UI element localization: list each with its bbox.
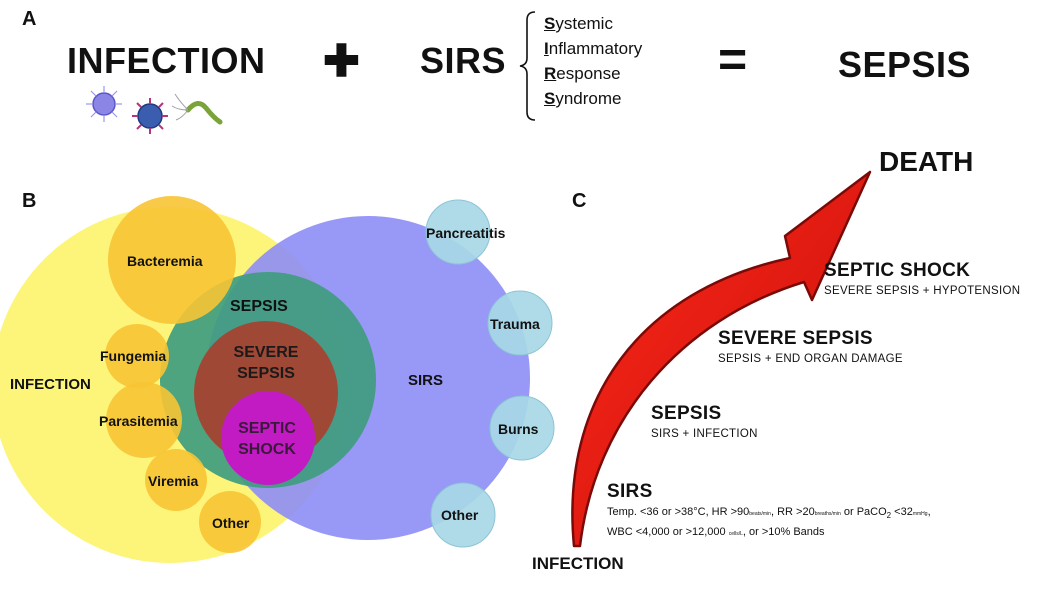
acronym-line-3: Response [544, 64, 621, 83]
sirs-criteria: Temp. <36 or >38°C, HR >90beats/min, RR … [607, 504, 1027, 542]
fungemia-label: Fungemia [100, 348, 167, 364]
stage-severe-sepsis-title: SEVERE SEPSIS [718, 328, 873, 349]
sirs-label: SIRS [408, 372, 444, 389]
stage-sirs-title: SIRS [607, 481, 653, 502]
bacteria-icon [132, 98, 168, 134]
burns-label: Burns [498, 421, 539, 437]
sepsis-label: SEPSIS [230, 298, 288, 315]
other-infection-label: Other [212, 515, 250, 531]
sepsis-term: SEPSIS [838, 44, 972, 85]
stage-septic-shock-title: SEPTIC SHOCK [824, 260, 971, 281]
other-sirs-label: Other [441, 507, 479, 523]
death-label: DEATH [879, 146, 974, 177]
viremia-label: Viremia [148, 473, 199, 489]
virus-icon [86, 86, 122, 122]
panel-c-label: C [572, 190, 587, 212]
viremia-circle [145, 449, 207, 511]
brace-icon [519, 11, 536, 121]
pancreatitis-circle [425, 199, 491, 265]
fungemia-circle [105, 324, 169, 388]
pancreatitis-label: Pancreatitis [426, 225, 506, 241]
panel-b-label: B [22, 190, 37, 212]
acronym-line-1: Systemic [544, 14, 613, 33]
parasitemia-circle [106, 382, 182, 458]
panel-a-label: A [22, 8, 37, 30]
acronym-line-2: Inflammatory [544, 39, 643, 58]
venn-diagram [0, 196, 555, 563]
septic-shock-label: SEPTIC SHOCK [238, 420, 296, 458]
sirs-term: SIRS [420, 40, 507, 81]
criteria-line-2: WBC <4,000 or >12,000 cells/L, or >10% B… [607, 526, 825, 539]
trauma-circle [487, 290, 553, 356]
severe-sepsis-label: SEVERE SEPSIS [233, 344, 299, 382]
parasitemia-label: Parasitemia [99, 413, 178, 429]
equals-sign: = [718, 31, 748, 87]
stage-sepsis-sub: SIRS + INFECTION [651, 428, 758, 440]
bacteremia-circle [108, 196, 236, 324]
criteria-line-1: Temp. <36 or >38°C, HR >90beats/min, RR … [607, 506, 931, 521]
infection-label: INFECTION [10, 376, 91, 393]
microbe-icons [86, 86, 223, 134]
trauma-label: Trauma [490, 316, 540, 332]
parasite-icon [171, 93, 223, 125]
acronym-line-4: Syndrome [544, 89, 622, 108]
stage-sepsis-title: SEPSIS [651, 403, 722, 424]
infection-term: INFECTION [67, 40, 266, 81]
infection-start-label: INFECTION [532, 554, 624, 573]
stage-severe-sepsis-sub: SEPSIS + END ORGAN DAMAGE [718, 353, 903, 365]
other-sirs-circle [430, 482, 496, 548]
progression-arrow [571, 170, 872, 548]
septic-shock-circle [221, 391, 315, 485]
plus-sign: ✚ [323, 37, 360, 86]
other-infection-circle [199, 491, 261, 553]
stage-septic-shock-sub: SEVERE SEPSIS + HYPOTENSION [824, 285, 1021, 297]
burns-circle [489, 395, 555, 461]
bacteremia-label: Bacteremia [127, 253, 203, 269]
sirs-acronym: Systemic Inflammatory Response Syndrome [544, 11, 642, 111]
